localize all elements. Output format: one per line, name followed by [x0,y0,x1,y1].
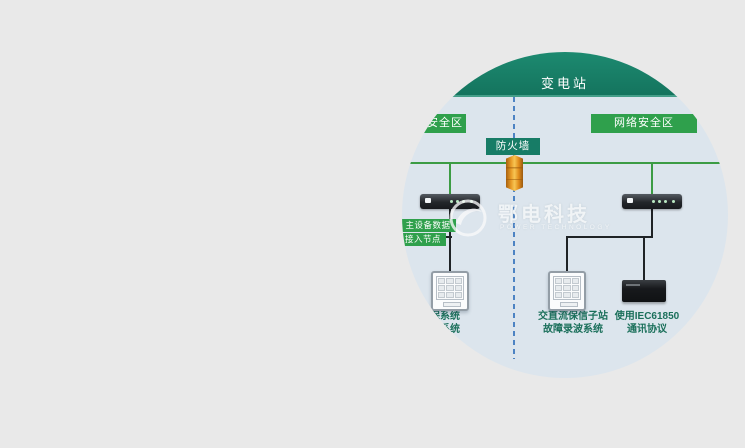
network-diagram-circle: 变电站 网络安全区 网络安全区 防火墙 [402,52,728,378]
watermark: 鄂电科技 POWER TECHNOLOGY [446,194,609,244]
trunk-drop-right [651,164,653,195]
trunk-drop-left [449,164,451,195]
zone-label-right: 网络安全区 [591,114,697,133]
zone-label-left: 网络安全区 [402,114,466,133]
firewall-label: 防火墙 [486,138,540,155]
substation-header-band: 变电站 [402,52,728,97]
caption-left-line1: 保系统 [430,311,460,322]
link-switch-left-to-relay [449,209,451,271]
relay-device-middle [548,271,586,311]
switch-right-led [664,200,667,203]
caption-middle-line2: 故障录波系统 [543,324,603,335]
watermark-name: 鄂电科技 [498,204,590,226]
link-bus-to-server [643,236,645,280]
link-switch-right-to-bus [651,209,653,237]
caption-right-line1: 使用IEC61850 [614,311,680,322]
caption-middle-line1: 交直流保信子站 [538,311,608,322]
lower-bus-line [566,236,653,238]
switch-right-port [627,198,633,203]
switch-right [622,194,682,209]
access-node-label-line2: 接入节点 [402,233,446,246]
server-box [622,280,666,302]
switch-right-led [672,200,675,203]
switch-left-led [450,200,453,203]
caption-right-line2: 通讯协议 [627,324,667,335]
watermark-subtitle: POWER TECHNOLOGY [500,224,612,231]
switch-right-led [652,200,655,203]
caption-middle: 交直流保信子站 故障录波系统 [524,310,622,336]
watermark-logo-icon [449,199,487,237]
relay-device-left [431,271,469,311]
firewall-icon [506,155,523,191]
relay-device-left-panel [436,276,464,300]
zone-divider-dashed-line [513,97,515,359]
caption-left-line2: 系统 [440,324,460,335]
relay-device-middle-slot [560,302,578,307]
trunk-bus-line [408,162,722,164]
switch-left-port [425,198,431,203]
substation-title: 变电站 [540,76,589,91]
switch-right-led [658,200,661,203]
access-node-label-line1: 主设备数据 [402,219,456,232]
relay-device-middle-panel [553,276,581,300]
switch-left-led [456,200,459,203]
caption-right: 使用IEC61850 通讯协议 [604,310,690,336]
link-bus-to-relay-middle [566,236,568,271]
relay-device-left-slot [443,302,461,307]
